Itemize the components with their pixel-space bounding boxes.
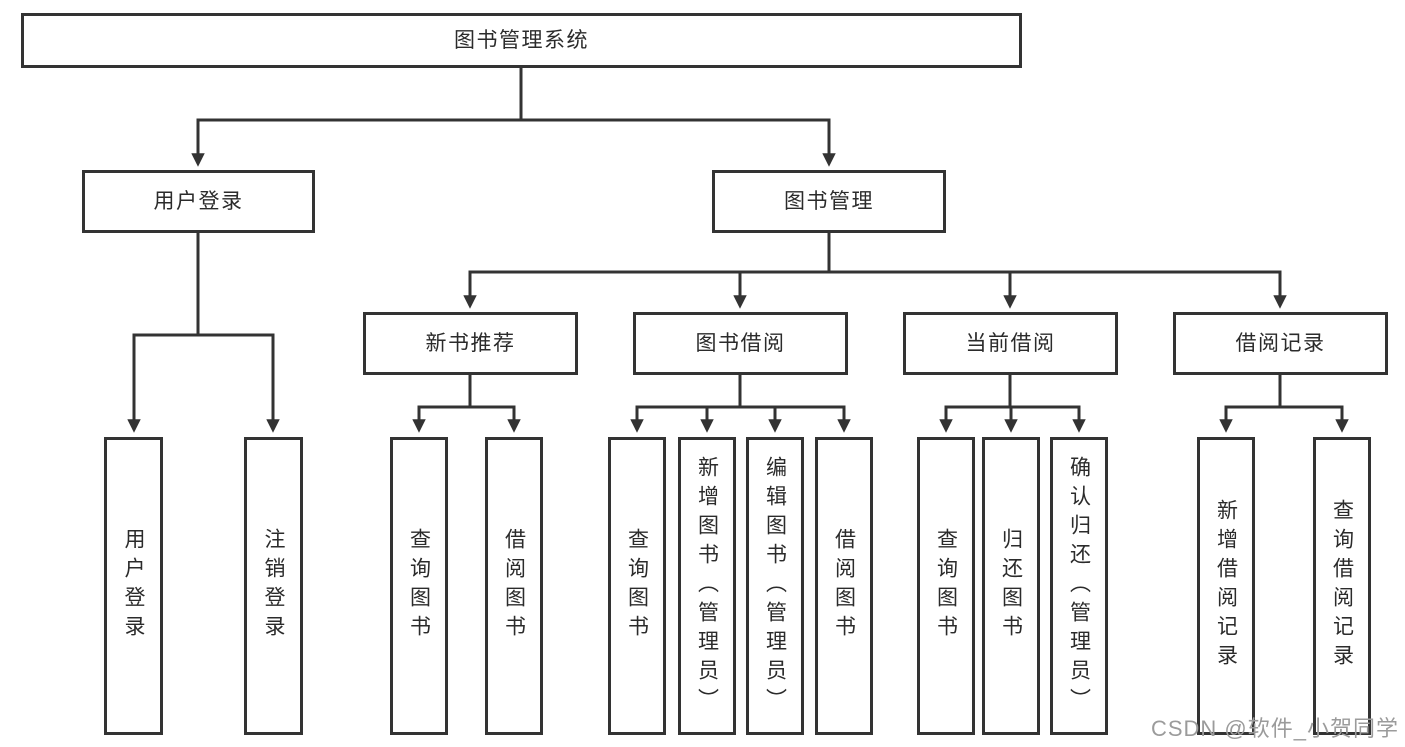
node-leaf-newbook-borrow: 借阅图书 xyxy=(485,437,543,735)
node-leaf-current-query: 查询图书 xyxy=(917,437,975,735)
node-borrow-records: 借阅记录 xyxy=(1173,312,1388,375)
node-book-borrowing: 图书借阅 xyxy=(633,312,848,375)
node-leaf-logout: 注销登录 xyxy=(244,437,303,735)
node-current-borrow: 当前借阅 xyxy=(903,312,1118,375)
node-book-management: 图书管理 xyxy=(712,170,946,233)
node-leaf-borrow-query: 查询图书 xyxy=(608,437,666,735)
node-leaf-record-query: 查询借阅记录 xyxy=(1313,437,1371,735)
node-leaf-borrow-edit-admin: 编辑图书（管理员） xyxy=(746,437,804,735)
node-user-login: 用户登录 xyxy=(82,170,315,233)
node-leaf-confirm-return-admin: 确认归还（管理员） xyxy=(1050,437,1108,735)
node-leaf-borrow-add-admin: 新增图书（管理员） xyxy=(678,437,736,735)
csdn-watermark: CSDN @软件_小贺同学 xyxy=(1150,716,1399,741)
node-new-book-recommend: 新书推荐 xyxy=(363,312,578,375)
node-root-library-system: 图书管理系统 xyxy=(21,13,1022,68)
node-leaf-user-login: 用户登录 xyxy=(104,437,163,735)
node-leaf-current-return: 归还图书 xyxy=(982,437,1040,735)
node-leaf-record-add: 新增借阅记录 xyxy=(1197,437,1255,735)
node-leaf-borrow-borrow: 借阅图书 xyxy=(815,437,873,735)
node-leaf-newbook-query: 查询图书 xyxy=(390,437,448,735)
